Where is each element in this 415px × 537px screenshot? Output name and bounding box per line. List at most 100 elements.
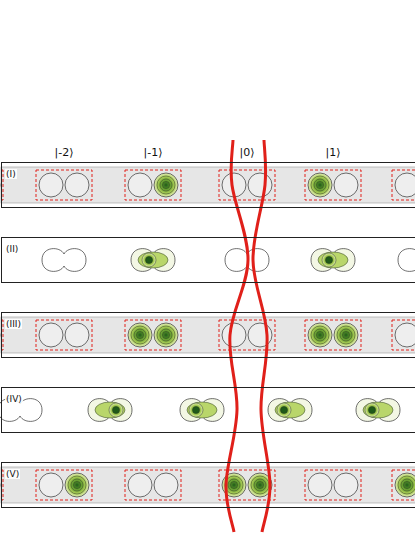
double-well xyxy=(398,249,415,272)
panel-label: (IV) xyxy=(5,394,23,404)
occupied-site xyxy=(334,323,358,347)
occupied-site xyxy=(154,323,178,347)
contour xyxy=(71,479,83,491)
contour xyxy=(138,252,168,268)
lattice-panel: (IV) xyxy=(1,387,415,433)
panel-label: (III) xyxy=(5,319,22,329)
panel-ground xyxy=(1,462,415,508)
panel-ground xyxy=(1,237,415,283)
lattice-panel: (III) xyxy=(1,312,415,358)
occupied-site xyxy=(128,323,152,347)
contour xyxy=(343,332,350,339)
contour xyxy=(317,332,324,339)
empty-site xyxy=(128,473,152,497)
contour xyxy=(251,476,269,494)
empty-site xyxy=(222,323,246,347)
contour xyxy=(131,326,149,344)
lattice-panel: (II) xyxy=(1,237,415,283)
state-label: |-2⟩ xyxy=(55,146,74,159)
panel-art xyxy=(0,462,415,508)
contour xyxy=(254,479,266,491)
lattice-band xyxy=(1,167,415,203)
contour xyxy=(322,253,336,267)
unit-cell-box xyxy=(392,320,415,350)
contour xyxy=(163,332,170,339)
empty-site xyxy=(65,323,89,347)
panel-label: (V) xyxy=(5,469,20,479)
contour xyxy=(95,402,125,418)
unit-cell-box xyxy=(36,320,92,350)
unit-cell-box xyxy=(305,320,361,350)
contour xyxy=(317,182,324,189)
double-well xyxy=(42,249,86,272)
contour xyxy=(277,403,291,417)
panel-art xyxy=(0,162,415,208)
boundary-line xyxy=(226,140,248,532)
unit-cell-box xyxy=(125,470,181,500)
contour xyxy=(109,403,123,417)
contour xyxy=(74,482,81,489)
panel-ground xyxy=(1,162,415,208)
unit-cell-box xyxy=(36,470,92,500)
empty-site xyxy=(395,173,415,197)
contour xyxy=(314,179,326,191)
contour xyxy=(189,403,203,417)
empty-site xyxy=(248,173,272,197)
double-well xyxy=(88,399,132,422)
lattice-band xyxy=(1,317,415,353)
contour xyxy=(401,479,413,491)
occupied-site xyxy=(395,473,415,497)
contour xyxy=(398,476,415,494)
contour xyxy=(163,182,170,189)
contour xyxy=(113,407,120,414)
contour xyxy=(363,402,393,418)
contour xyxy=(318,252,348,268)
double-well xyxy=(180,399,224,422)
panel-ground xyxy=(1,312,415,358)
lattice-panel: (V) xyxy=(1,462,415,508)
contour xyxy=(369,407,376,414)
lattice-panel: (I) xyxy=(1,162,415,208)
contour xyxy=(404,482,411,489)
unit-cell-box xyxy=(392,470,415,500)
empty-site xyxy=(39,173,63,197)
contour xyxy=(160,329,172,341)
double-well xyxy=(131,249,175,272)
occupied-site xyxy=(308,323,332,347)
unit-cell-box xyxy=(305,470,361,500)
panel-label: (I) xyxy=(5,169,17,179)
contour xyxy=(337,326,355,344)
state-label: |-1⟩ xyxy=(144,146,163,159)
unit-cell-box xyxy=(36,170,92,200)
double-well xyxy=(356,399,400,422)
panel-art xyxy=(0,387,415,433)
contour xyxy=(187,402,217,418)
contour xyxy=(157,326,175,344)
occupied-site xyxy=(65,473,89,497)
empty-site xyxy=(65,173,89,197)
panel-art xyxy=(0,237,415,283)
contour xyxy=(311,326,329,344)
contour xyxy=(231,482,238,489)
empty-site xyxy=(39,473,63,497)
contour xyxy=(311,176,329,194)
contour xyxy=(275,402,305,418)
empty-site xyxy=(334,173,358,197)
boundary-line xyxy=(253,140,270,532)
double-well xyxy=(268,399,312,422)
contour xyxy=(314,329,326,341)
contour xyxy=(160,179,172,191)
contour xyxy=(281,407,288,414)
unit-cell-box xyxy=(305,170,361,200)
unit-cell-box xyxy=(125,320,181,350)
contour xyxy=(142,253,156,267)
contour xyxy=(228,479,240,491)
lattice-band xyxy=(1,467,415,503)
unit-cell-box xyxy=(392,170,415,200)
contour xyxy=(340,329,352,341)
contour xyxy=(257,482,264,489)
state-label: |1⟩ xyxy=(326,146,341,159)
panel-label: (II) xyxy=(5,244,19,254)
empty-site xyxy=(395,323,415,347)
